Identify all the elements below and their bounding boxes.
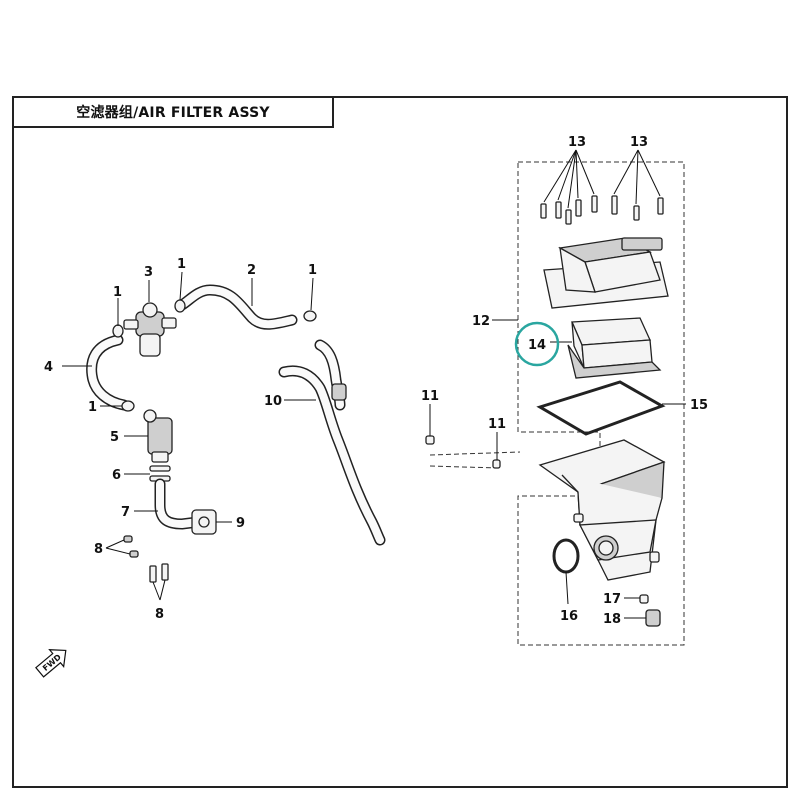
callout-14: 14	[528, 338, 546, 353]
hose-part-10	[278, 339, 386, 546]
callout-11-b: 11	[488, 417, 506, 432]
bolt-part-8	[123, 535, 169, 583]
forward-arrow-icon: FWD	[35, 649, 67, 678]
bolt-part-13	[540, 195, 664, 225]
valve-part-3	[123, 302, 177, 357]
clamp-part-1-d	[121, 400, 135, 412]
leader-dash-11a	[429, 451, 521, 456]
callout-17: 17	[603, 592, 621, 607]
screw-part-17	[639, 594, 649, 604]
callout-3: 3	[144, 265, 153, 280]
assembly-outline	[517, 161, 685, 646]
airbox-housing	[538, 439, 666, 581]
clamp-part-16	[552, 538, 580, 574]
callout-2: 2	[247, 263, 256, 278]
clamp-part-1-c	[303, 310, 317, 322]
callout-6: 6	[112, 468, 121, 483]
callout-1-a: 1	[113, 285, 122, 300]
hose-part-2	[176, 284, 298, 330]
gasket-part-15	[536, 380, 666, 436]
callout-12: 12	[472, 314, 490, 329]
callout-7: 7	[121, 505, 130, 520]
callout-5: 5	[110, 430, 119, 445]
callout-4: 4	[44, 360, 53, 375]
title-box: 空滤器组/AIR FILTER ASSY	[12, 96, 334, 128]
callout-leaders	[62, 149, 686, 619]
highlight-ring	[514, 321, 560, 367]
callout-8-a: 8	[94, 542, 103, 557]
bolt-part-11	[425, 435, 501, 469]
callout-1-c: 1	[308, 263, 317, 278]
page-title: 空滤器组/AIR FILTER ASSY	[76, 105, 270, 121]
callout-8-b: 8	[155, 607, 164, 622]
filter-element-part-14	[567, 317, 662, 379]
callout-16: 16	[560, 609, 578, 624]
callout-11-a: 11	[421, 389, 439, 404]
clamp-part-1-b	[174, 299, 186, 313]
callout-10: 10	[264, 394, 282, 409]
callout-13-a: 13	[568, 135, 586, 150]
callout-13-b: 13	[630, 135, 648, 150]
callout-15: 15	[690, 398, 708, 413]
clamp-part-1-a	[112, 324, 124, 338]
flange-part-9	[191, 509, 217, 535]
callout-1-d: 1	[88, 400, 97, 415]
drain-plug-part-18	[645, 609, 661, 627]
pipe-part-7	[154, 478, 204, 530]
valve-body-part-5	[143, 409, 173, 463]
callout-1-b: 1	[177, 257, 186, 272]
callout-18: 18	[603, 612, 621, 627]
hose-part-4	[86, 334, 130, 411]
callout-9: 9	[236, 516, 245, 531]
lid-part-12	[543, 237, 669, 309]
leader-dash-11b	[429, 465, 499, 469]
